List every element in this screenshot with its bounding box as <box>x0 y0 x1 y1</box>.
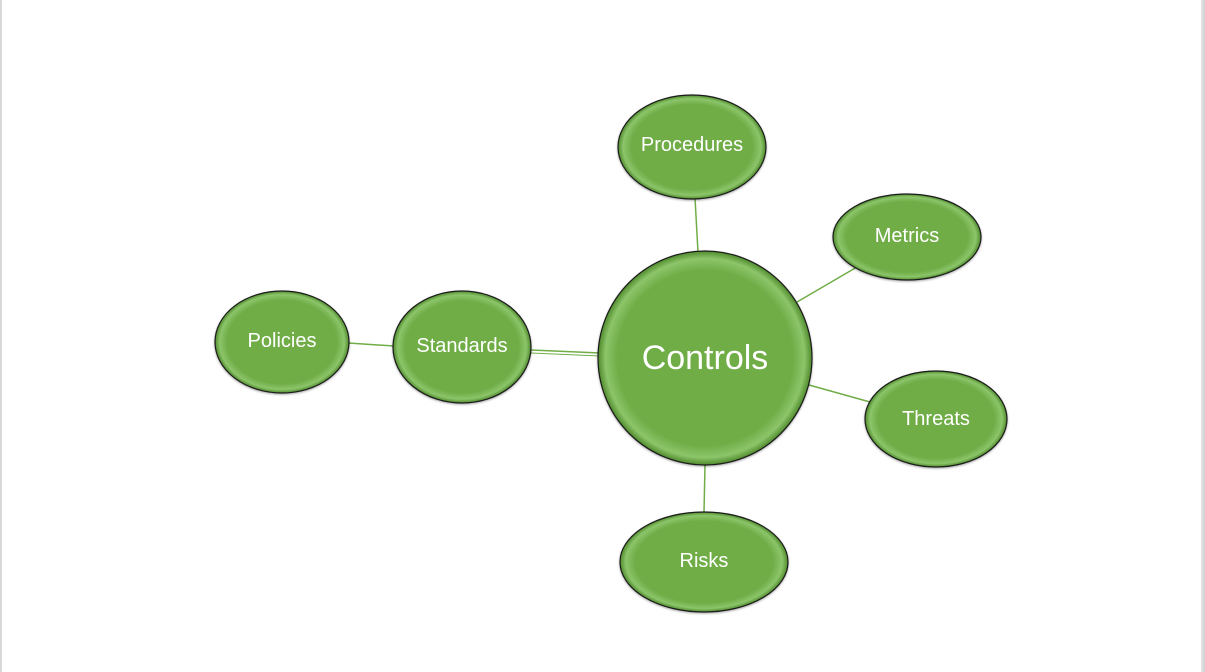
connector-controls-standards <box>530 349 601 354</box>
node-risks-label: Risks <box>680 550 729 572</box>
node-standards[interactable]: Standards <box>392 290 532 404</box>
node-threats-label: Threats <box>902 408 970 430</box>
node-risks[interactable]: Risks <box>619 511 789 613</box>
node-controls[interactable]: Controls <box>597 250 813 466</box>
node-standards-label: Standards <box>416 335 507 357</box>
node-policies-label: Policies <box>248 330 317 352</box>
node-policies[interactable]: Policies <box>214 290 350 394</box>
node-threats[interactable]: Threats <box>864 370 1008 468</box>
node-procedures-label: Procedures <box>641 134 743 156</box>
connector-controls-procedures <box>694 197 699 253</box>
connector-standards-policies <box>347 342 395 347</box>
node-metrics-label: Metrics <box>875 225 939 247</box>
node-procedures[interactable]: Procedures <box>617 94 767 200</box>
connectors <box>347 197 871 513</box>
connector-controls-threats <box>808 384 871 403</box>
connector-controls-metrics <box>796 266 858 303</box>
page-left-edge <box>0 0 2 672</box>
node-controls-label: Controls <box>642 339 769 377</box>
node-metrics[interactable]: Metrics <box>832 193 982 281</box>
connector-controls-risks <box>703 464 706 513</box>
page-right-edge <box>1201 0 1205 672</box>
connector-controls-standards-double <box>530 352 601 357</box>
